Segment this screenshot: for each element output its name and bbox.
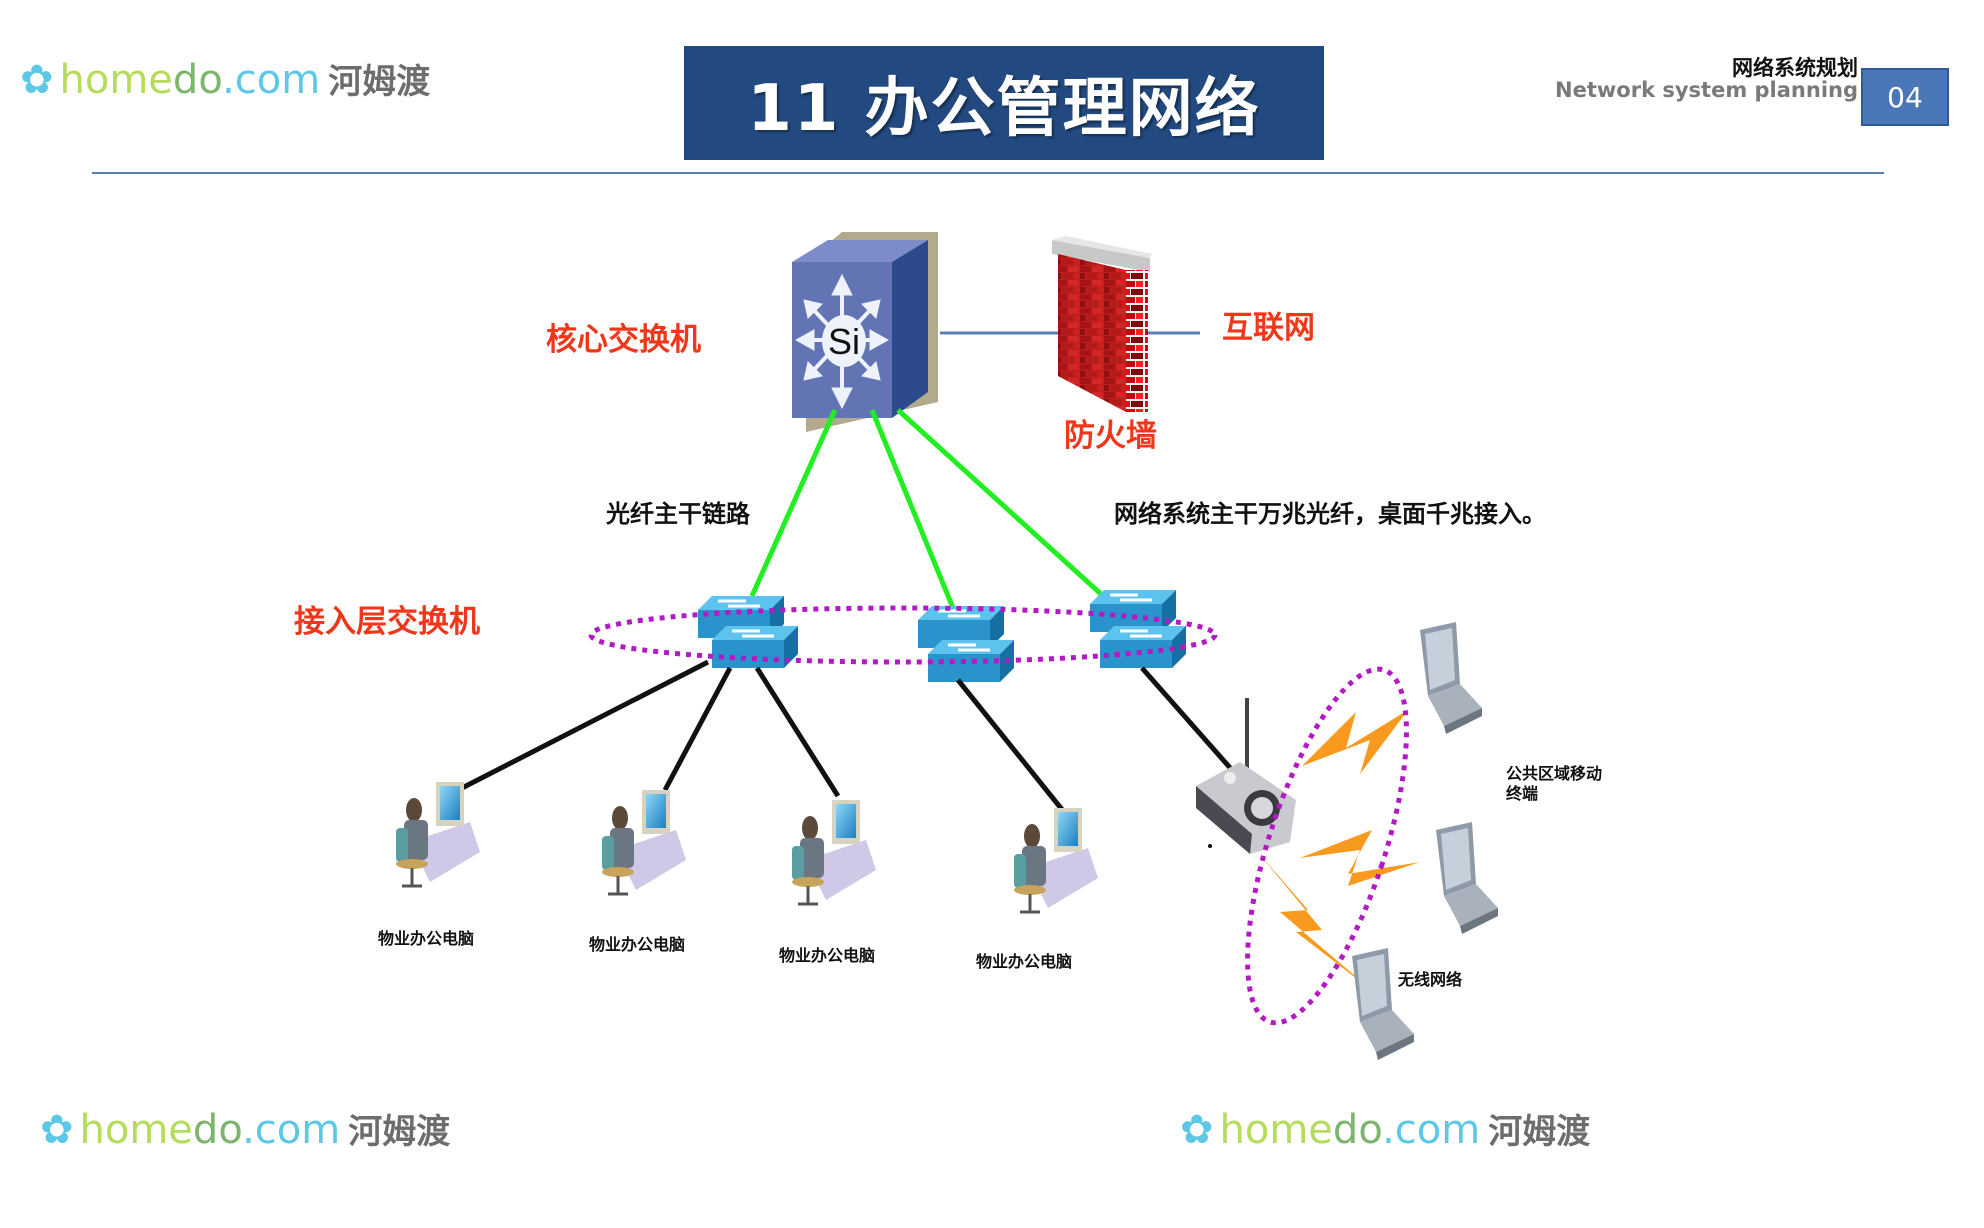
copper-link-4	[956, 678, 1066, 814]
access-switch-icon-5	[1090, 590, 1176, 632]
fiber-link-1	[749, 408, 838, 598]
access-ring	[588, 605, 1218, 665]
copper-link-2	[662, 666, 733, 792]
core-switch-glyph: Si	[828, 321, 860, 362]
core-switch-icon: Si	[792, 232, 938, 432]
access-switch-icon-6	[1100, 626, 1186, 668]
office-pc-icon-1	[396, 782, 480, 888]
laptop-icon-2	[1436, 822, 1498, 934]
copper-link-1	[460, 659, 710, 791]
copper-links	[460, 659, 1234, 814]
mobile-terminal-label-line1: 公共区域移动	[1506, 764, 1602, 783]
office-pc-label-4: 物业办公电脑	[976, 952, 1072, 971]
fiber-backbone-links	[749, 408, 1114, 626]
lightning-icon-2	[1300, 830, 1420, 886]
access-switch-icon-2	[712, 626, 798, 668]
mobile-laptops	[1352, 622, 1498, 1060]
copper-link-5	[1140, 666, 1234, 772]
wireless-network-label: 无线网络	[1397, 970, 1462, 989]
backbone-description: 网络系统主干万兆光纤，桌面千兆接入。	[1114, 500, 1546, 528]
firewall-icon	[1052, 236, 1152, 412]
laptop-icon-3	[1352, 948, 1414, 1060]
access-switch-icon-4	[928, 640, 1014, 682]
office-pc-icon-4	[1014, 808, 1098, 914]
wireless-ring	[1245, 666, 1409, 1026]
laptop-icon-1	[1420, 622, 1482, 734]
backbone-link-label: 光纤主干链路	[605, 500, 751, 528]
section-title-en: Network system planning	[1555, 78, 1858, 102]
office-pcs	[396, 782, 1098, 914]
internet-label: 互联网	[1222, 310, 1315, 346]
office-pc-label-1: 物业办公电脑	[378, 929, 474, 948]
wireless-router-icon	[1196, 698, 1296, 854]
header-divider	[92, 172, 1884, 174]
copper-link-3	[754, 666, 841, 798]
page-title: 11 办公管理网络	[747, 72, 1261, 146]
office-pc-icon-2	[602, 790, 686, 896]
fiber-link-2	[869, 409, 963, 626]
access-switch-label: 接入层交换机	[294, 604, 480, 640]
lightning-icon-1	[1302, 710, 1408, 774]
page-number-badge: 04	[1861, 68, 1949, 126]
wireless-signals	[1256, 710, 1420, 992]
fiber-link-3	[896, 408, 1114, 606]
office-pc-icon-3	[792, 800, 876, 906]
office-pc-label-3: 物业办公电脑	[779, 946, 875, 965]
access-switches	[698, 590, 1186, 682]
firewall-label: 防火墙	[1064, 418, 1157, 454]
title-banner	[684, 46, 1324, 160]
lightning-icon-3	[1256, 850, 1374, 992]
core-switch-label: 核心交换机	[546, 322, 701, 358]
section-title-cn: 网络系统规划	[1732, 56, 1858, 80]
office-pc-label-2: 物业办公电脑	[589, 935, 685, 954]
mobile-terminal-label-line2: 终端	[1506, 784, 1538, 803]
